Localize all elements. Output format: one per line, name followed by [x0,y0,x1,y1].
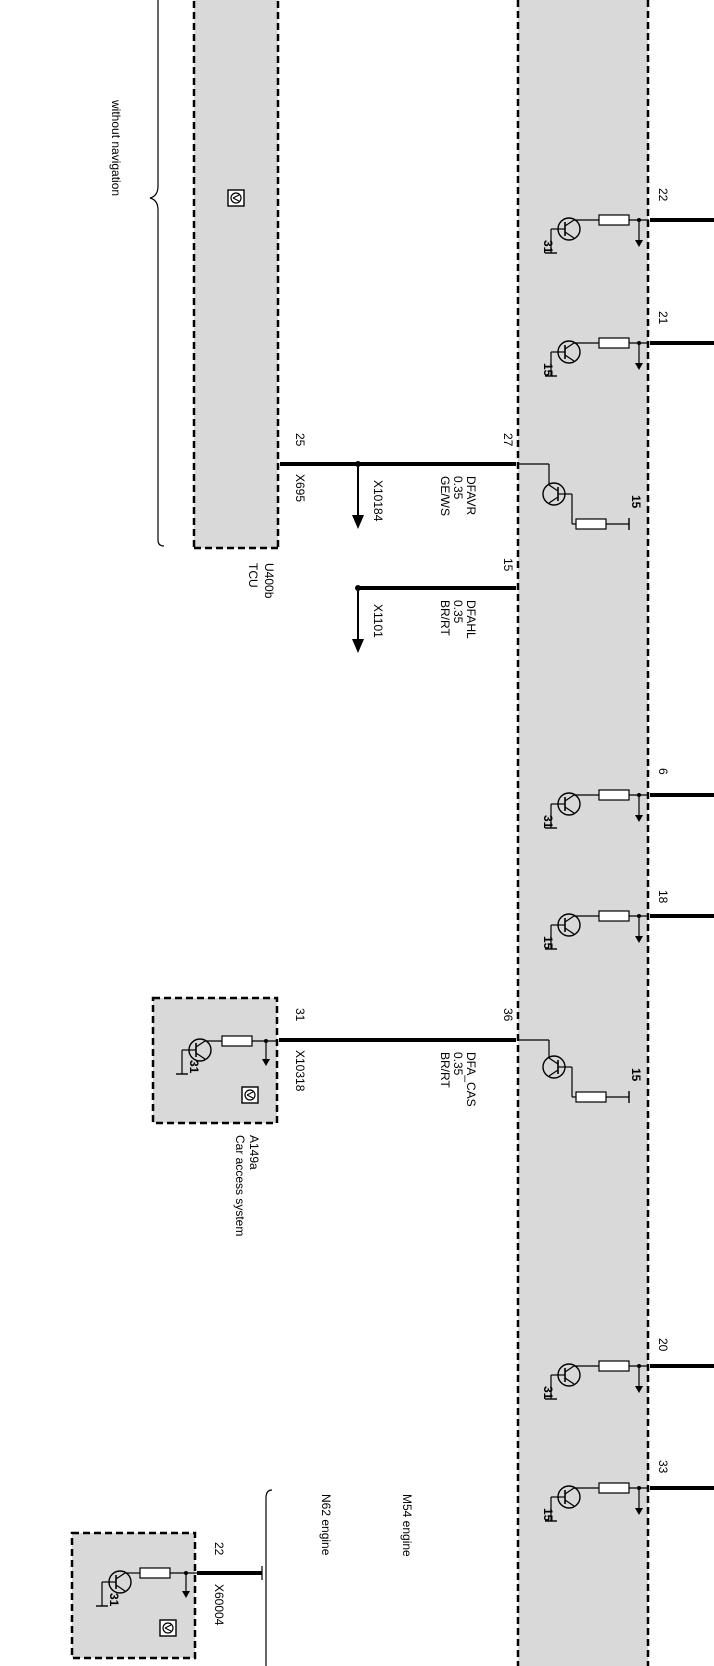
terminal-31-b: 31 [541,815,555,829]
connector-x695: X695 [293,474,307,502]
wire-dfavr-color: GE/WS [438,476,452,516]
pin-31-cas: 31 [293,1008,307,1022]
tcu-name: TCU [246,563,260,588]
pin-18: 18 [656,890,670,904]
pin-33: 33 [656,1460,670,1474]
terminal-31-c: 31 [187,1060,201,1074]
terminal-15-c: 15 [541,936,555,950]
n62-module [70,1531,197,1660]
cas-ecu-icon [241,1086,259,1104]
wire-dfahl-size: 0.35 [451,600,465,624]
terminal-31-a: 31 [541,240,555,254]
n62-ecu-icon [159,1619,177,1637]
terminal-31-d: 31 [541,1386,555,1400]
brace-without-navigation [149,0,165,547]
terminal-15-d: 15 [629,1068,643,1082]
wire-dfavr-name: DFAVR [464,476,478,515]
brace-n62 [265,1489,273,1666]
label-n62-engine: N62 engine [319,1494,333,1556]
terminal-15-e: 15 [541,1508,555,1522]
cas-module [151,996,279,1125]
pin-25: 25 [293,433,307,447]
cas-id: A149a [247,1135,261,1170]
pin-20: 20 [656,1338,670,1352]
pin-36: 36 [501,1008,515,1022]
wire-dfavr-size: 0.35 [451,476,465,500]
connector-x10184: X10184 [371,480,385,522]
transistor-36 [542,1055,630,1103]
pin-22-bottom: 22 [212,1542,226,1556]
terminal-15-b: 15 [629,495,643,509]
tcu-id: U400b [262,563,276,599]
pin-15-top: 15 [501,558,515,572]
arrow-x1101 [351,590,365,654]
control-module-body [518,0,648,1666]
pin-27: 27 [501,433,515,447]
terminal-15-a: 15 [541,363,555,377]
tcu-module [194,0,278,548]
connector-x60004: X60004 [212,1584,226,1626]
wire-dfa-cas-size: 0.35 [451,1052,465,1076]
cas-name: Car access system [233,1135,247,1236]
arrow-x10184 [351,466,365,530]
wire-dfahl-name: DFAHL [464,600,478,639]
label-m54-engine: M54 engine [400,1494,414,1557]
pin-21: 21 [656,311,670,325]
pin-6: 6 [656,768,670,775]
wire-dfahl-color: BR/RT [438,600,452,636]
connector-x1101: X1101 [371,604,385,638]
connector-x10318: X10318 [293,1050,307,1092]
right-wires [650,218,714,1490]
cas-transistor [176,1035,277,1075]
label-without-navigation: without navigation [109,99,123,196]
wire-dfa-cas-name: DFA_CAS [464,1052,478,1107]
wire-dfa-cas-color: BR/RT [438,1052,452,1088]
terminal-31-e: 31 [107,1593,121,1607]
transistor-27 [542,482,630,530]
n62-transistor [96,1567,197,1607]
pin-22-top: 22 [656,188,670,202]
tcu-ecu-icon [227,189,245,207]
